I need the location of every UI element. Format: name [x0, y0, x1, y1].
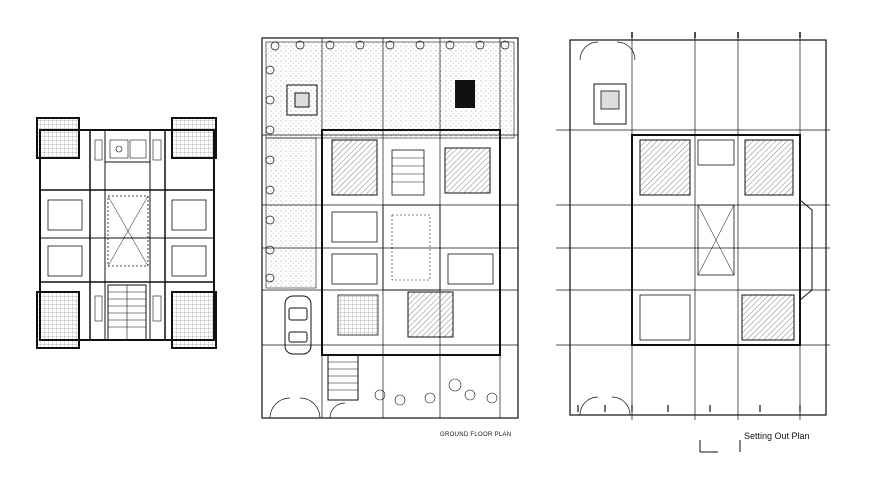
car-icon [284, 295, 312, 355]
balcony-top-left [36, 117, 80, 159]
site-boundary [261, 37, 519, 419]
house-outline [631, 134, 801, 346]
balcony-bottom-right [171, 291, 217, 349]
setting-out-plan-caption: Setting Out Plan [744, 431, 810, 441]
balcony-bottom-left [36, 291, 80, 349]
entrance-steps [327, 354, 359, 401]
landscape-area [265, 41, 515, 139]
tree-row [265, 40, 510, 283]
first-floor-plan [36, 117, 217, 349]
setting-out-plan [556, 32, 830, 453]
balcony-top-right [171, 117, 217, 159]
site-boundary [569, 39, 827, 416]
ground-floor-plan [261, 37, 519, 419]
ground-floor-plan-caption: GROUND FLOOR PLAN [440, 432, 512, 438]
